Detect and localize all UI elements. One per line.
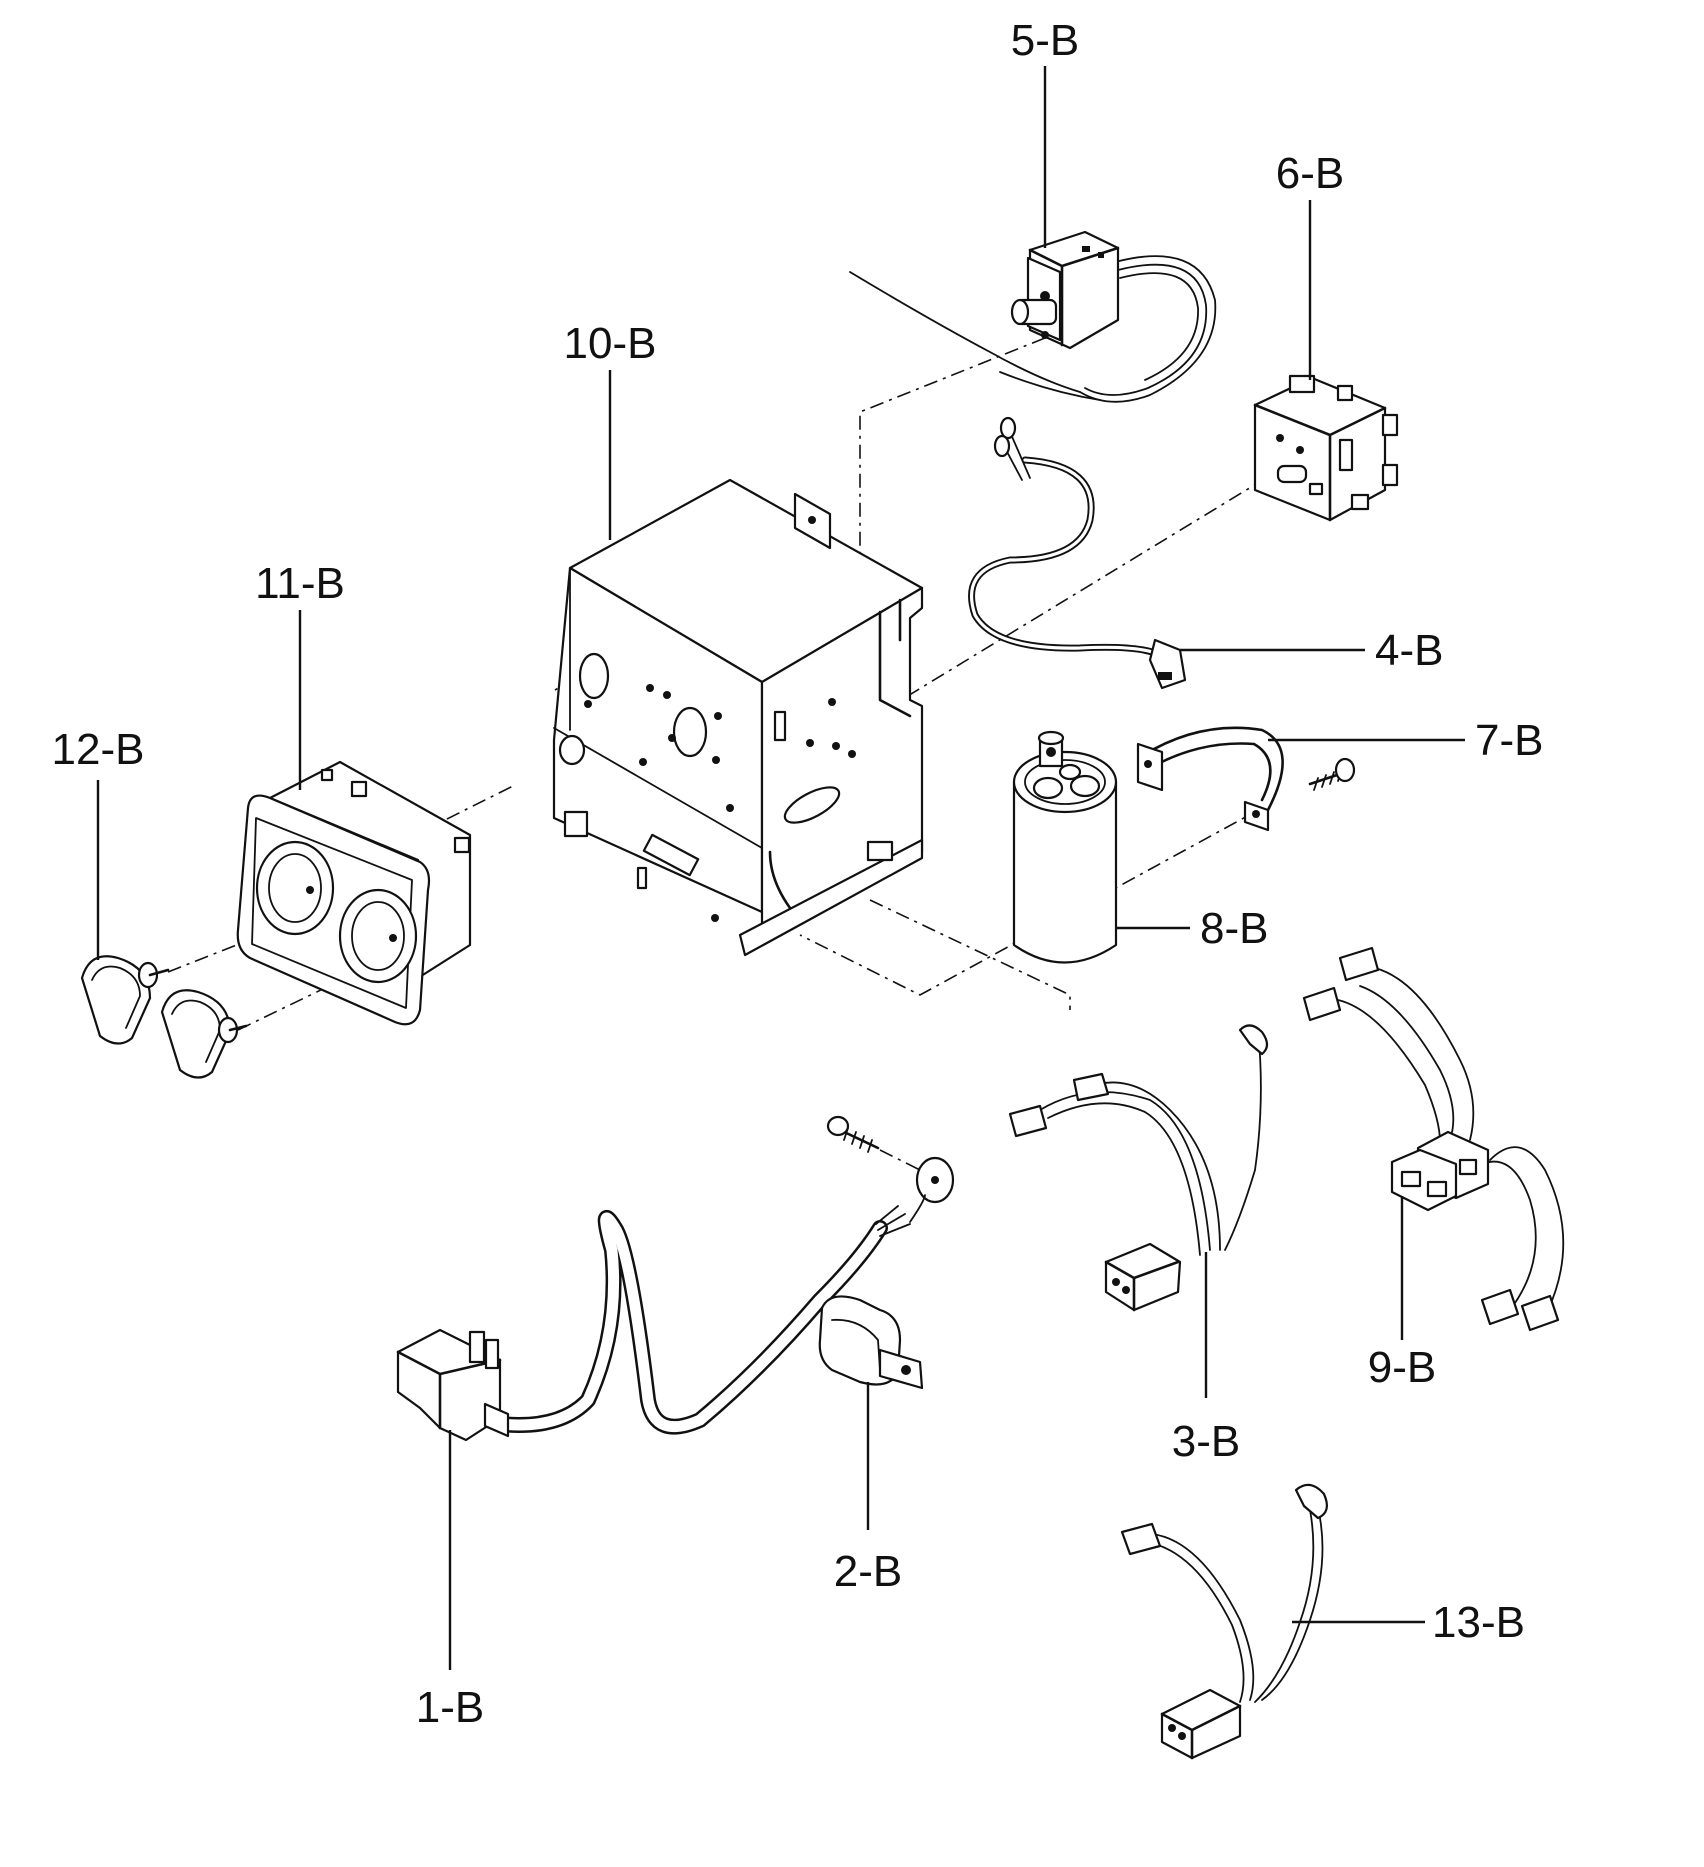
callout-1b: 1-B (416, 1683, 484, 1732)
leader-lines (96, 66, 1465, 1670)
control-knobs (80, 955, 248, 1079)
callout-8b: 8-B (1200, 904, 1268, 953)
run-capacitor (1012, 730, 1118, 964)
callout-7b: 7-B (1475, 716, 1543, 765)
callout-4b: 4-B (1375, 626, 1443, 675)
control-panel-fascia (236, 760, 472, 1026)
capacitor-strap (1136, 726, 1356, 832)
callout-9b: 9-B (1368, 1343, 1436, 1392)
thermostat (849, 230, 1217, 403)
callout-labels: 5-B 6-B 10-B 11-B 12-B 4-B 7-B 8-B 9-B 3… (52, 16, 1544, 1732)
cord-clamp (818, 1295, 924, 1390)
capacitor-lead (968, 416, 1187, 690)
rotary-switch (1253, 374, 1399, 522)
callout-11b: 11-B (255, 559, 345, 608)
callout-10b: 10-B (564, 319, 657, 368)
wire-harness-3 (1008, 1024, 1269, 1312)
wire-harness-9 (1302, 946, 1565, 1332)
control-bracket (552, 478, 924, 957)
callout-6b: 6-B (1276, 149, 1344, 198)
callout-5b: 5-B (1011, 16, 1079, 65)
callout-2b: 2-B (834, 1547, 902, 1596)
power-cord (396, 1115, 955, 1442)
callout-13b: 13-B (1432, 1598, 1525, 1647)
callout-3b: 3-B (1172, 1417, 1240, 1466)
callout-12b: 12-B (52, 725, 145, 774)
